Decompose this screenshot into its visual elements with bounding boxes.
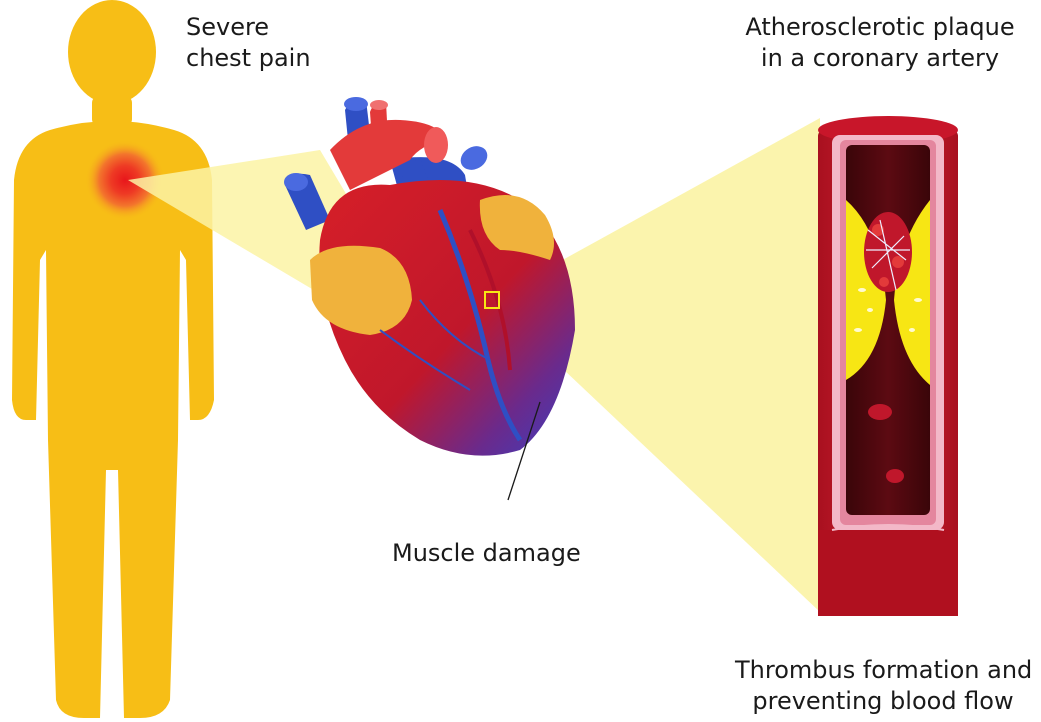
human-silhouette xyxy=(12,0,214,718)
label-plaque-line2: in a coronary artery xyxy=(735,43,1025,74)
label-muscle-damage: Muscle damage xyxy=(392,538,581,569)
label-plaque: Atherosclerotic plaque in a coronary art… xyxy=(735,12,1025,74)
blood-cell xyxy=(886,469,904,483)
label-chest-pain: Severe chest pain xyxy=(186,12,311,74)
label-chest-pain-line1: Severe xyxy=(186,12,311,43)
label-thrombus-line2: preventing blood flow xyxy=(735,686,1031,717)
blood-cell xyxy=(868,404,892,420)
coronary-artery xyxy=(818,116,958,616)
label-thrombus-line1: Thrombus formation and xyxy=(735,655,1031,686)
label-chest-pain-line2: chest pain xyxy=(186,43,311,74)
label-plaque-line1: Atherosclerotic plaque xyxy=(735,12,1025,43)
heart xyxy=(284,97,575,456)
thrombus xyxy=(864,212,912,292)
label-thrombus: Thrombus formation and preventing blood … xyxy=(735,655,1031,717)
